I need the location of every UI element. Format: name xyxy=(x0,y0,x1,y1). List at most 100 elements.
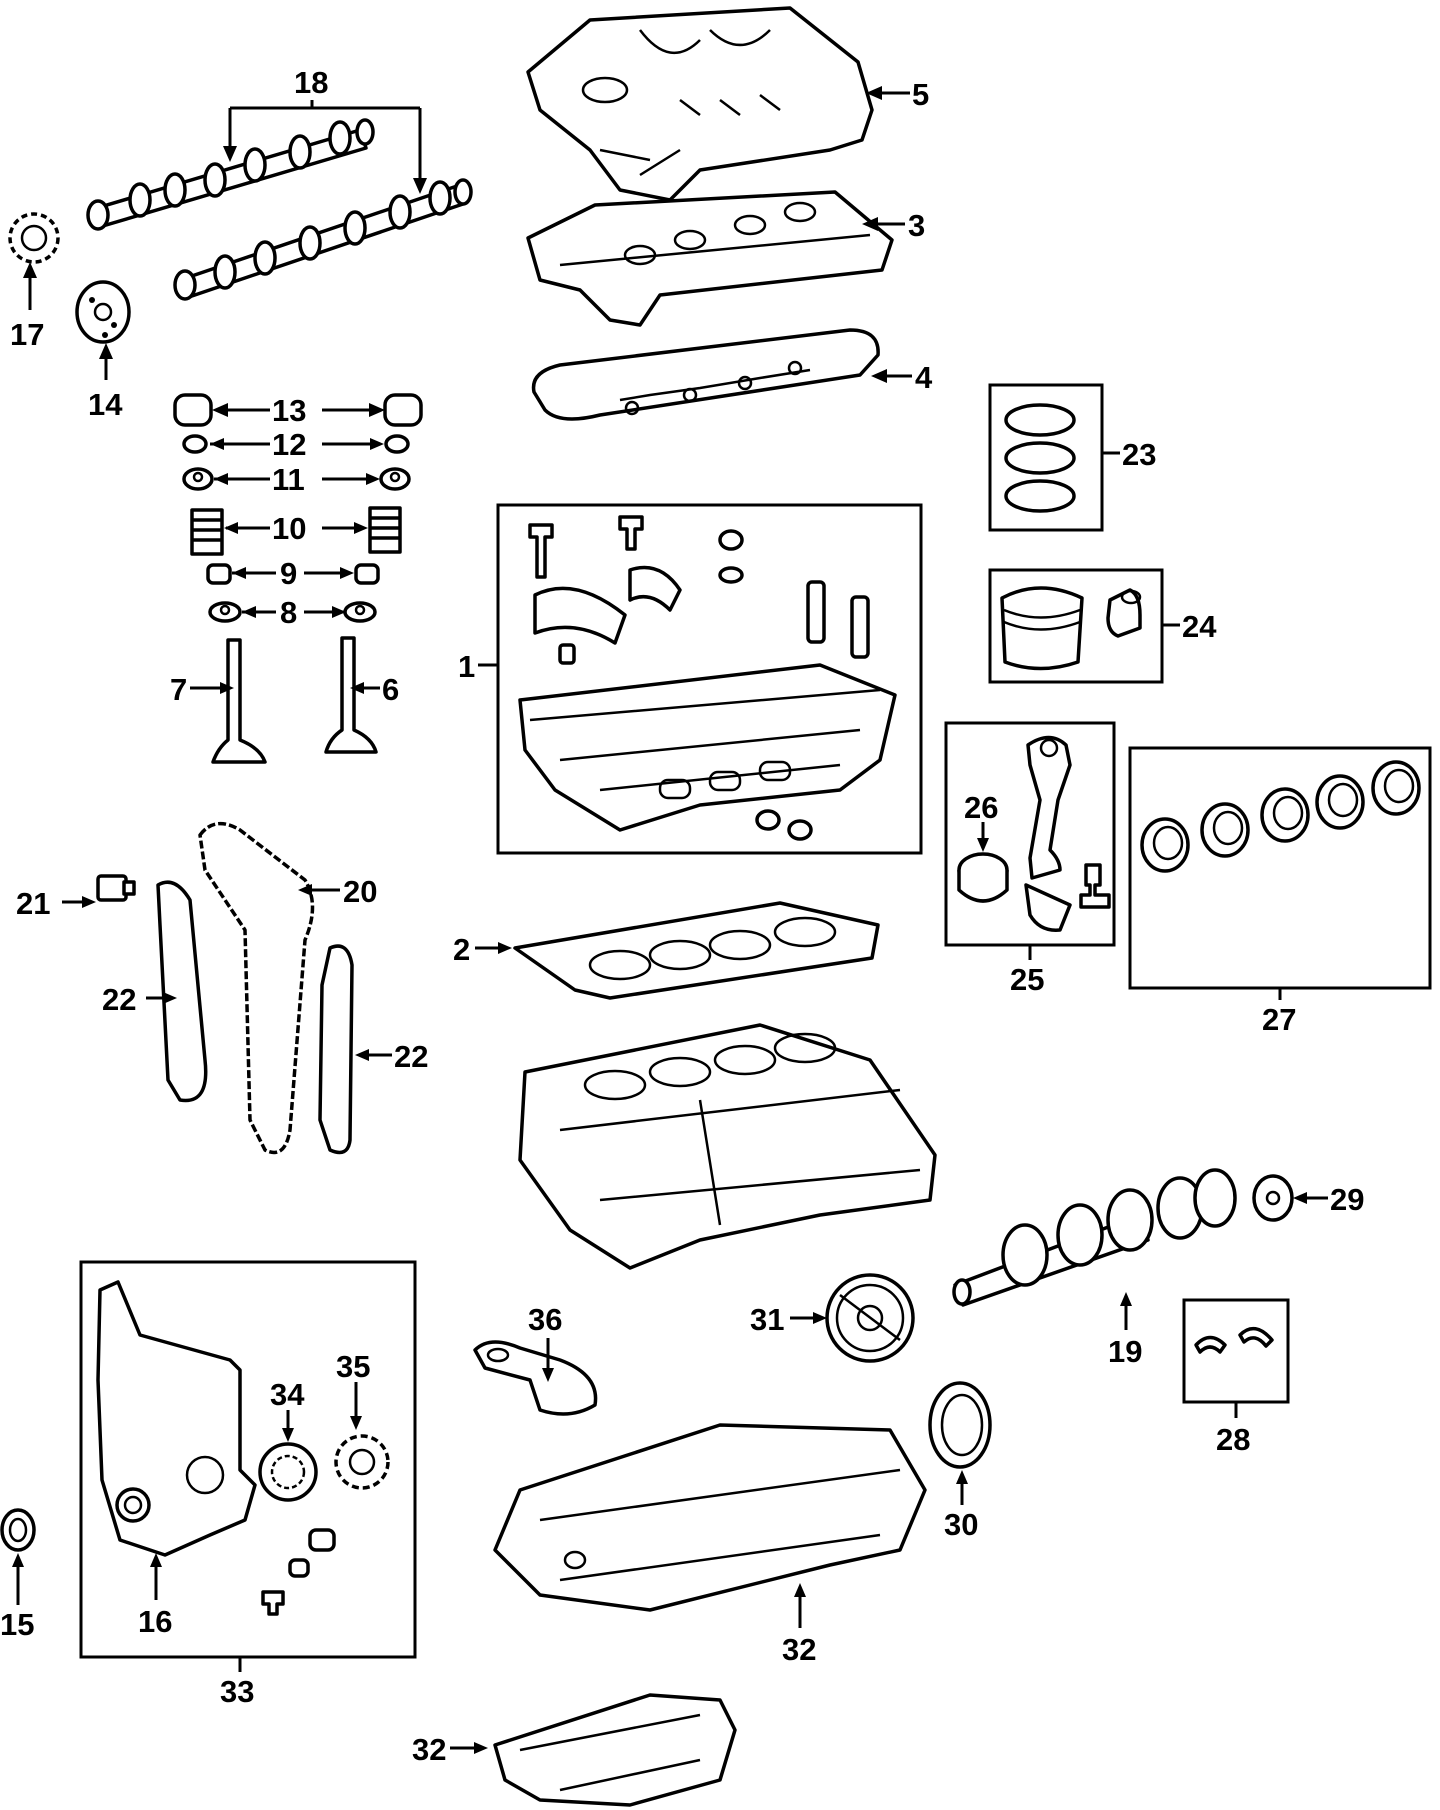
callout-4: 4 xyxy=(915,360,933,395)
oil-pump-rotor-outer xyxy=(258,1442,318,1502)
camshaft-exhaust xyxy=(173,178,473,301)
callout-32-upper: 32 xyxy=(782,1632,816,1667)
callout-19: 19 xyxy=(1108,1334,1142,1369)
callout-11: 11 xyxy=(272,462,305,497)
callout-20: 20 xyxy=(343,874,377,909)
valve-seal-right xyxy=(354,563,380,585)
callout-9: 9 xyxy=(280,556,297,591)
callout-13: 13 xyxy=(272,393,306,428)
timing-cover xyxy=(96,1280,257,1557)
chain-tensioner xyxy=(96,874,136,902)
callout-31: 31 xyxy=(750,1302,784,1337)
callout-27: 27 xyxy=(1262,1002,1296,1037)
crankshaft-sprocket xyxy=(1252,1174,1294,1222)
callout-26: 26 xyxy=(964,790,998,825)
callout-15: 15 xyxy=(0,1607,34,1642)
crankshaft-thrust-washer xyxy=(1194,1326,1274,1354)
valve-lifter-right xyxy=(383,393,423,427)
spring-seat-left xyxy=(208,601,242,623)
callout-23: 23 xyxy=(1122,437,1156,472)
camshaft-sprocket xyxy=(8,212,60,264)
timing-chain xyxy=(198,821,315,1155)
crankshaft-pulley xyxy=(825,1273,915,1363)
valve-lifter-left xyxy=(173,393,213,427)
camshaft-bearing-cap-small xyxy=(628,565,682,612)
connecting-rod xyxy=(1026,735,1072,880)
piston-pin xyxy=(1106,588,1142,638)
valve-keeper-left xyxy=(182,434,208,454)
oil-pump-bolt xyxy=(261,1590,285,1616)
callout-8: 8 xyxy=(280,595,297,630)
engine-cover xyxy=(526,6,874,202)
exhaust-valve xyxy=(324,636,378,754)
callout-32-lower: 32 xyxy=(412,1732,446,1767)
valve-keeper-right xyxy=(384,434,410,454)
connecting-rod-cap xyxy=(1024,883,1072,932)
callout-14: 14 xyxy=(88,387,123,422)
callout-12: 12 xyxy=(272,427,306,462)
main-bearing-set xyxy=(1140,760,1421,873)
callout-18: 18 xyxy=(294,65,328,100)
oil-pump-rotor-inner xyxy=(334,1434,390,1490)
callout-10: 10 xyxy=(272,511,306,546)
head-gasket xyxy=(513,901,880,1000)
intake-valve xyxy=(211,638,267,764)
chain-guide-left xyxy=(156,880,208,1103)
piston xyxy=(1000,586,1084,671)
head-dowel xyxy=(558,643,576,665)
valve-spring-left xyxy=(190,508,224,556)
lower-oil-pan xyxy=(493,1693,737,1807)
engine-block xyxy=(518,1023,937,1270)
callout-1: 1 xyxy=(458,649,475,684)
callout-22-right: 22 xyxy=(394,1039,428,1074)
callout-30: 30 xyxy=(944,1507,978,1542)
callout-28: 28 xyxy=(1216,1422,1250,1457)
callout-36: 36 xyxy=(528,1302,562,1337)
camshaft-intake xyxy=(86,118,375,231)
callout-29: 29 xyxy=(1330,1182,1364,1217)
connecting-rod-bolt xyxy=(1079,863,1111,909)
valve-spring-right xyxy=(368,506,402,554)
head-nut xyxy=(718,529,744,584)
rear-main-seal xyxy=(928,1381,992,1469)
crankshaft-front-seal xyxy=(0,1508,36,1552)
upper-oil-pan xyxy=(493,1423,927,1612)
oil-pump-plug xyxy=(288,1528,336,1578)
chain-guide-right xyxy=(318,944,354,1155)
callout-6: 6 xyxy=(382,672,399,707)
spring-seat-right xyxy=(343,601,377,623)
camshaft-bearing-cap xyxy=(533,586,627,645)
valve-seal-left xyxy=(206,563,232,585)
callout-25: 25 xyxy=(1010,962,1044,997)
callout-34: 34 xyxy=(270,1377,305,1412)
spark-plug-tube xyxy=(806,580,870,659)
callout-35: 35 xyxy=(336,1349,370,1384)
callout-33: 33 xyxy=(220,1674,254,1709)
valve-retainer-left xyxy=(182,467,214,491)
crankshaft xyxy=(952,1168,1237,1307)
piston-ring-set-box xyxy=(988,383,1104,532)
head-bolt-short xyxy=(618,515,644,551)
rod-bearing xyxy=(957,852,1009,903)
front-crank-seal xyxy=(115,1487,151,1523)
callout-21: 21 xyxy=(16,886,50,921)
cylinder-head-group-box xyxy=(496,503,923,855)
camshaft-timing-gear xyxy=(75,280,131,344)
callout-22-left: 22 xyxy=(102,982,136,1017)
callout-2: 2 xyxy=(453,932,470,967)
oil-pickup-tube xyxy=(473,1340,598,1416)
callout-24: 24 xyxy=(1182,609,1217,644)
callout-3: 3 xyxy=(908,208,925,243)
callout-16: 16 xyxy=(138,1604,172,1639)
head-bolt xyxy=(528,523,554,579)
cylinder-head xyxy=(518,663,897,832)
callout-17: 17 xyxy=(10,317,44,352)
callout-7: 7 xyxy=(170,672,187,707)
callout-5: 5 xyxy=(912,77,929,112)
piston-ring-set xyxy=(1004,403,1076,513)
leader-lines xyxy=(12,86,1328,1754)
head-plug xyxy=(755,809,813,841)
valve-retainer-right xyxy=(379,467,411,491)
valve-cover xyxy=(526,190,894,327)
